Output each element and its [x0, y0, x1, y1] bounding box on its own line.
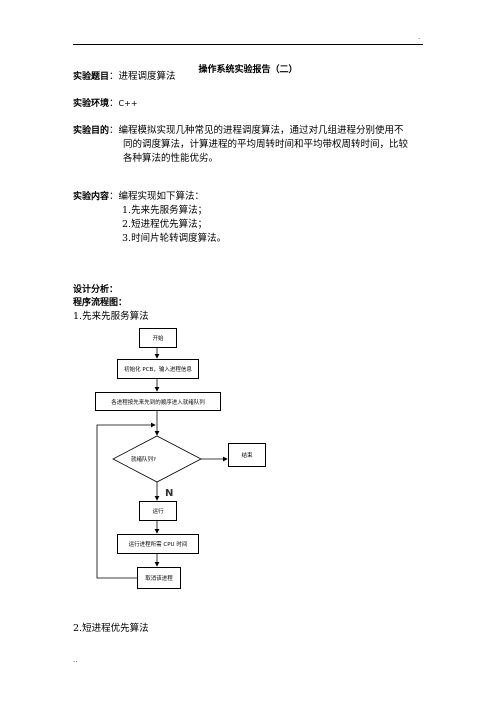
env-label: 实验环境	[73, 99, 110, 109]
report-title: 操作系统实验报告（二）	[198, 65, 298, 75]
flow-n-label: N	[165, 488, 174, 499]
flow-heading: 程序流程图：	[73, 298, 128, 308]
topic-row: 实验题目：进程调度算法	[73, 70, 176, 84]
topic-sep: ：	[109, 71, 119, 82]
section-2-title: 2.短进程优先算法	[73, 623, 149, 634]
content-label: 实验内容	[73, 192, 110, 202]
content-item: 1.先来先服务算法；	[122, 205, 208, 216]
purpose-sep: ：	[109, 125, 119, 136]
decision-diamond	[112, 435, 202, 483]
flow-decision-label: 就绪队列?	[131, 457, 156, 463]
purpose-paragraph: 实验目的：编程模拟实现几种常见的进程调度算法，通过对几组进程分别使用不 同的调度…	[73, 124, 425, 166]
flow-init-box: 初始化 PCB，输入进程信息	[117, 359, 199, 379]
flow-end-box: 结束	[228, 443, 266, 467]
topic-value: 进程调度算法	[118, 71, 176, 82]
flow-start-box: 开始	[139, 328, 177, 348]
flow-enqueue-box: 各进程按先来先到的顺序进入就绪队列	[95, 392, 221, 411]
env-value: C++	[118, 99, 138, 108]
content-item: 2.短进程优先算法；	[122, 219, 208, 230]
purpose-line-2: 同的调度算法，计算进程的平均周转时间和平均带权周转时间，比较	[123, 139, 409, 150]
content-row: 实验内容：编程实现如下算法：	[73, 190, 204, 204]
flow-cancel-box: 取消该进程	[137, 567, 181, 589]
flow-record-box: 运行进程所需 CPU 时间	[117, 534, 199, 554]
purpose-line-3: 各种算法的性能优劣。	[123, 153, 219, 164]
content-intro: 编程实现如下算法：	[118, 191, 205, 202]
section-1-title: 1.先来先服务算法	[73, 311, 149, 322]
content-sep: ：	[109, 191, 119, 202]
env-row: 实验环境：C++	[73, 97, 138, 111]
purpose-line-1: 编程模拟实现几种常见的进程调度算法，通过对几组进程分别使用不	[118, 125, 404, 136]
design-heading: 设计分析：	[73, 285, 119, 295]
purpose-label: 实验目的	[73, 126, 110, 136]
loop-back-arrow	[96, 422, 156, 579]
header-dot: .	[418, 33, 421, 41]
flow-run-box: 运行	[139, 501, 177, 521]
env-sep: ：	[109, 98, 119, 109]
footer-dot: ..	[73, 656, 78, 664]
topic-label: 实验题目	[73, 72, 110, 82]
header-rule	[73, 44, 423, 45]
content-item: 3.时间片轮转调度算法。	[122, 233, 227, 244]
